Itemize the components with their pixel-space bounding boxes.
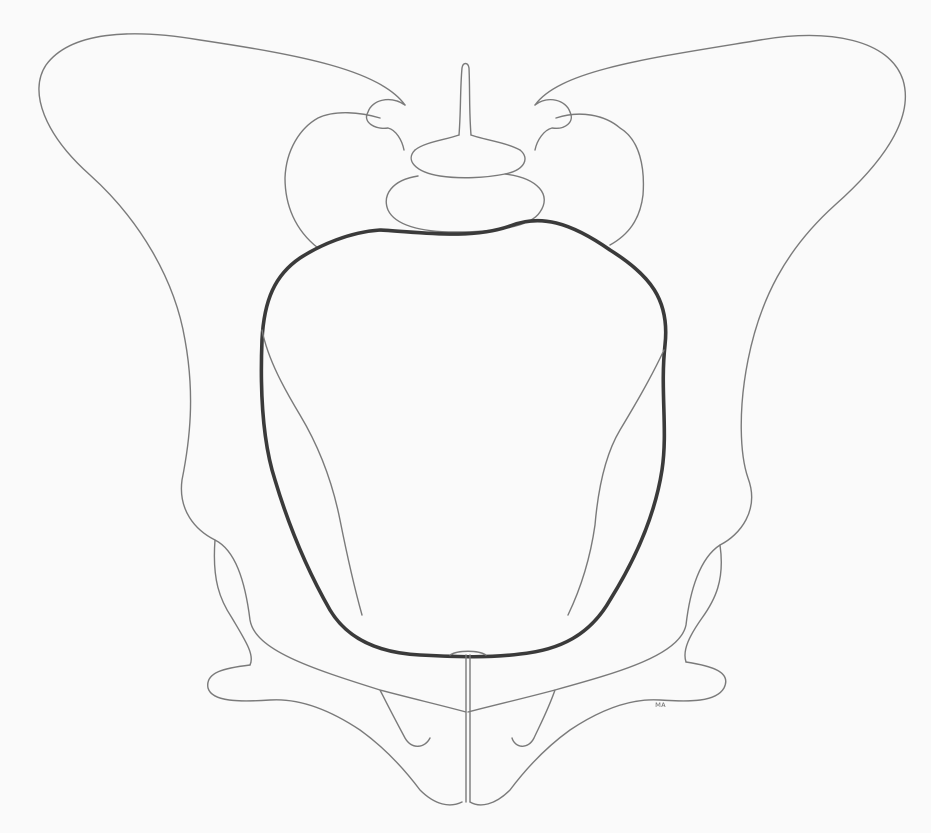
right-pubic-lower [512,690,555,746]
left-sacral-ala [285,113,380,248]
left-iliac-wing [39,34,466,712]
pelvic-inlet-outline [261,221,665,657]
spinous-process-base [415,135,520,150]
artist-signature: ᴍᴀ [655,700,666,709]
symphysis-top [450,651,486,655]
right-iliac-wing [468,36,905,712]
left-sacroiliac-joint [366,100,405,150]
left-pubic-lower [380,690,430,746]
right-pubic-ramus [470,662,726,805]
upper-vertebra [411,150,525,178]
left-pubic-ramus [208,665,462,805]
right-inner-pelvic-line [568,350,664,615]
pubic-symphysis [466,655,470,802]
right-sacroiliac-joint [535,100,571,150]
spinous-process [459,64,471,136]
